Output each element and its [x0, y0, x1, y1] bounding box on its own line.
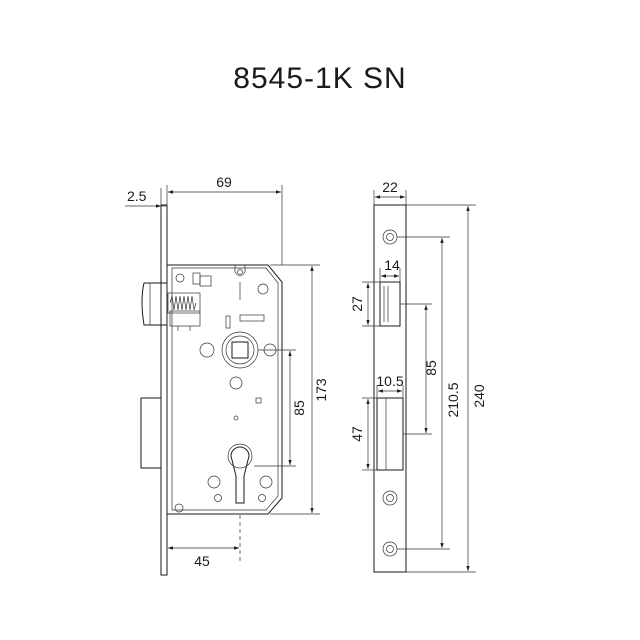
dim-centre-distance-front: 85: [254, 349, 307, 467]
label-centre-distance-side: 85: [423, 360, 439, 376]
label-centre-distance-front: 85: [291, 400, 307, 416]
label-backset: 45: [194, 553, 210, 569]
dim-latch-projection: 14: [379, 257, 401, 282]
dim-bolt-height: 47: [349, 397, 377, 471]
dead-bolt: [140, 397, 162, 469]
latch-bolt: [141, 282, 167, 326]
dim-centre-distance-side: 85: [400, 303, 439, 435]
front-view: 2.5 69 45 85: [125, 174, 329, 576]
dim-case-depth: 69: [166, 174, 283, 265]
label-bolt-height: 47: [349, 426, 365, 442]
spring-mechanism: [167, 292, 201, 331]
follower-hub: [221, 331, 259, 369]
screw-hole-top: [382, 229, 398, 245]
label-case-depth: 69: [216, 174, 232, 190]
dim-faceplate-width: 22: [373, 179, 407, 205]
dim-faceplate-thickness: 2.5: [125, 188, 167, 210]
screw-hole-bottom-2: [382, 541, 398, 557]
model-title: 8545-1K SN: [233, 62, 407, 95]
label-faceplate-thickness: 2.5: [127, 188, 147, 204]
dim-backset: 45: [168, 546, 239, 569]
dim-faceplate-height: 240: [406, 204, 487, 573]
dim-latch-height: 27: [349, 281, 380, 327]
faceplate-front: [160, 204, 168, 576]
label-latch-height: 27: [349, 296, 365, 312]
label-latch-projection: 14: [384, 257, 400, 273]
dim-case-height: 173: [270, 264, 329, 515]
side-view: 22 14 27 10.5: [349, 179, 487, 573]
dim-screw-spacing: 210.5: [397, 236, 461, 550]
label-bolt-projection: 10.5: [376, 373, 403, 389]
bolt-opening: [376, 397, 404, 471]
faceplate-side: [373, 204, 407, 573]
latch-opening: [379, 281, 401, 327]
cylinder-cutout: [230, 446, 250, 504]
label-faceplate-width: 22: [382, 179, 398, 195]
dim-bolt-projection: 10.5: [376, 373, 404, 398]
lock-case: [167, 264, 283, 515]
label-faceplate-height: 240: [471, 384, 487, 408]
screw-hole-bottom-1: [382, 490, 398, 506]
label-case-height: 173: [313, 378, 329, 402]
label-screw-spacing: 210.5: [445, 382, 461, 417]
